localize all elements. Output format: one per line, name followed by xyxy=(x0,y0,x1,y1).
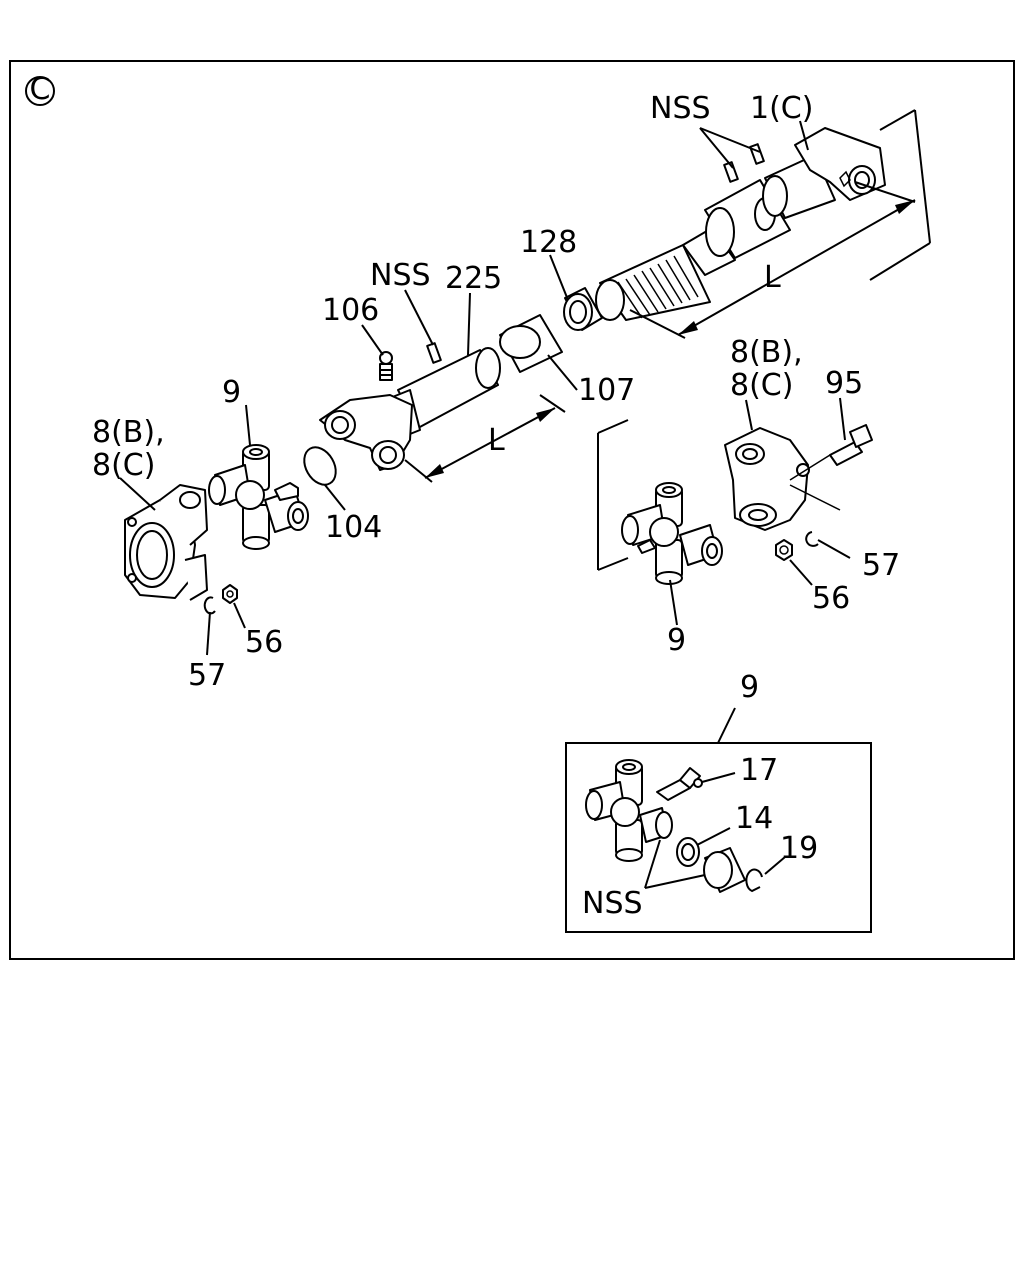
label-nss-detail: NSS xyxy=(582,886,643,921)
label-95: 95 xyxy=(825,366,863,401)
label-57-right: 57 xyxy=(862,548,900,583)
leader-lines xyxy=(119,120,851,889)
dust-boot-107 xyxy=(499,314,563,373)
universal-joint-9-left xyxy=(208,444,309,550)
grease-fitting-106 xyxy=(379,351,393,381)
label-8b-right: 8(B), xyxy=(730,335,803,370)
label-9-detail: 9 xyxy=(740,670,759,705)
seal-14 xyxy=(676,837,700,867)
label-14: 14 xyxy=(735,801,773,836)
label-l-upper: L xyxy=(764,260,781,295)
label-106: 106 xyxy=(322,293,379,328)
label-128: 128 xyxy=(520,225,577,260)
seal-128 xyxy=(563,287,603,331)
dimension-bracket-right-joint xyxy=(597,419,629,571)
lock-washer-57-right xyxy=(805,531,819,547)
nut-56-left xyxy=(222,584,238,604)
label-8c-right: 8(C) xyxy=(730,368,793,403)
label-1c: 1(C) xyxy=(750,91,813,126)
label-8b-left: 8(B), xyxy=(92,415,165,450)
label-107: 107 xyxy=(578,373,635,408)
label-9-right: 9 xyxy=(667,623,686,658)
flange-yoke-8-left xyxy=(124,484,208,601)
lock-washer-57-left xyxy=(203,596,216,615)
label-nss-mid: NSS xyxy=(370,258,431,293)
flange-yoke-8-right xyxy=(724,427,841,531)
view-mark-text: C xyxy=(30,72,51,107)
universal-joint-9-right xyxy=(621,482,723,585)
label-nss-top: NSS xyxy=(650,91,711,126)
label-56-right: 56 xyxy=(812,581,850,616)
label-9-left: 9 xyxy=(222,375,241,410)
universal-joint-detail xyxy=(585,759,673,862)
balance-weight-tab-mid xyxy=(426,342,442,364)
grease-fitting-17 xyxy=(656,767,703,801)
label-56-left: 56 xyxy=(245,625,283,660)
part-labels: NSS 1(C) 128 NSS 225 106 L 8(B), 8(C) 95… xyxy=(92,91,900,921)
bearing-cup-detail xyxy=(703,847,746,893)
nut-56-right xyxy=(775,539,793,561)
dimension-l-middle xyxy=(404,394,566,483)
label-57-left: 57 xyxy=(188,658,226,693)
snap-ring-19 xyxy=(745,868,763,893)
splined-slip-yoke-shaft xyxy=(595,127,886,321)
welch-plug-104 xyxy=(303,446,337,486)
label-l-middle: L xyxy=(488,423,505,458)
tube-yoke-225 xyxy=(319,347,501,471)
view-mark-circle: C xyxy=(25,72,55,107)
bolt-95 xyxy=(829,424,873,466)
label-8c-left: 8(C) xyxy=(92,448,155,483)
label-17: 17 xyxy=(740,753,778,788)
outer-frame xyxy=(9,60,1015,960)
label-225: 225 xyxy=(445,261,502,296)
label-104: 104 xyxy=(325,510,382,545)
dimension-l-upper xyxy=(629,109,931,339)
label-19: 19 xyxy=(780,831,818,866)
